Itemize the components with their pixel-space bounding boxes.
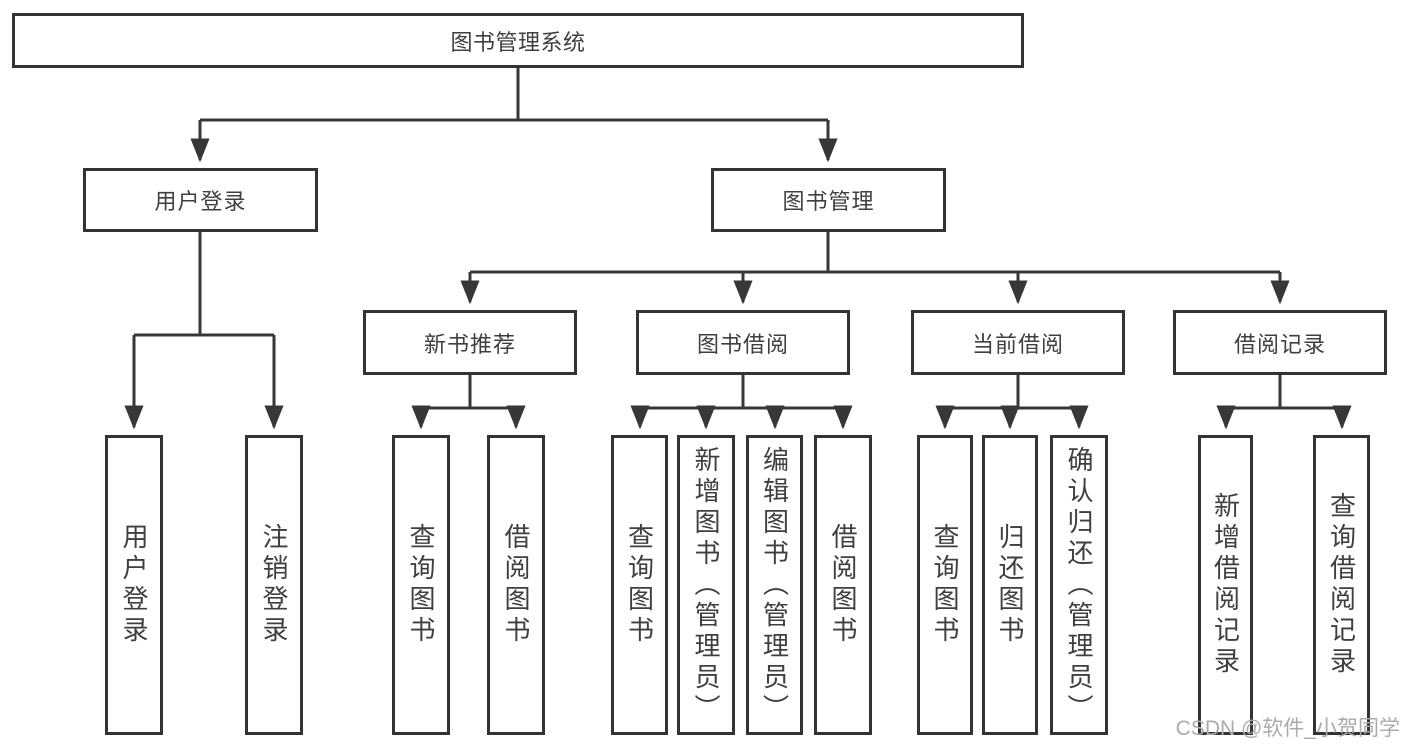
- leaf-logout: 注销登录: [245, 435, 303, 735]
- leaf-query-books: 查询图书: [392, 435, 450, 735]
- leaf-return-books: 归还图书: [982, 435, 1038, 735]
- connector-book-borrow: [630, 375, 853, 430]
- connector-root-to-level2: [190, 68, 838, 163]
- leaf-borrow-books: 借阅图书: [487, 435, 545, 735]
- leaf-label: 查询借阅记录: [1326, 492, 1357, 678]
- connector-user-login-to-leaves: [124, 232, 284, 430]
- leaf-query-borrow-record: 查询借阅记录: [1313, 435, 1370, 735]
- leaf-label: 用户登录: [119, 523, 149, 647]
- leaf-user-login: 用户登录: [105, 435, 163, 735]
- node-book-borrow: 图书借阅: [636, 310, 850, 375]
- leaf-add-books-admin: 新增图书（管理员）: [677, 435, 735, 735]
- connector-new-book-recommend: [411, 375, 526, 430]
- leaf-label: 确认归还（管理员）: [1064, 445, 1094, 725]
- connector-borrow-records: [1216, 375, 1352, 430]
- connector-current-borrow: [935, 375, 1089, 430]
- leaf-query-books: 查询图书: [917, 435, 973, 735]
- leaf-label: 新增借阅记录: [1210, 492, 1241, 678]
- node-label: 图书借阅: [696, 331, 789, 357]
- node-label: 借阅记录: [1233, 331, 1326, 357]
- connector-book-management-to-level3: [460, 232, 1290, 305]
- leaf-edit-books-admin: 编辑图书（管理员）: [746, 435, 803, 735]
- leaf-borrow-books: 借阅图书: [814, 435, 872, 735]
- node-book-management: 图书管理: [711, 168, 946, 232]
- node-label: 用户登录: [154, 189, 247, 214]
- leaf-label: 归还图书: [995, 523, 1025, 647]
- node-label: 新书推荐: [423, 331, 516, 357]
- leaf-label: 借阅图书: [828, 523, 858, 647]
- leaf-label: 查询图书: [406, 523, 436, 647]
- leaf-query-books: 查询图书: [611, 435, 668, 735]
- leaf-label: 新增图书（管理员）: [691, 445, 721, 725]
- leaf-confirm-return-admin: 确认归还（管理员）: [1050, 435, 1108, 735]
- leaf-label: 查询图书: [930, 523, 960, 647]
- node-user-login: 用户登录: [83, 168, 318, 232]
- node-label: 图书管理系统: [450, 29, 586, 55]
- node-current-borrow: 当前借阅: [911, 310, 1125, 375]
- node-label: 图书管理: [782, 189, 875, 214]
- leaf-label: 借阅图书: [501, 523, 531, 647]
- leaf-label: 查询图书: [624, 523, 655, 647]
- node-book-management-system: 图书管理系统: [12, 13, 1024, 68]
- node-borrow-records: 借阅记录: [1173, 310, 1387, 375]
- leaf-label: 编辑图书（管理员）: [759, 445, 790, 725]
- leaf-label: 注销登录: [259, 523, 289, 647]
- node-label: 当前借阅: [971, 331, 1064, 357]
- watermark: CSDN @软件_小贺同学: [1175, 717, 1400, 740]
- leaf-add-borrow-record: 新增借阅记录: [1198, 435, 1253, 735]
- node-new-book-recommend: 新书推荐: [363, 310, 577, 375]
